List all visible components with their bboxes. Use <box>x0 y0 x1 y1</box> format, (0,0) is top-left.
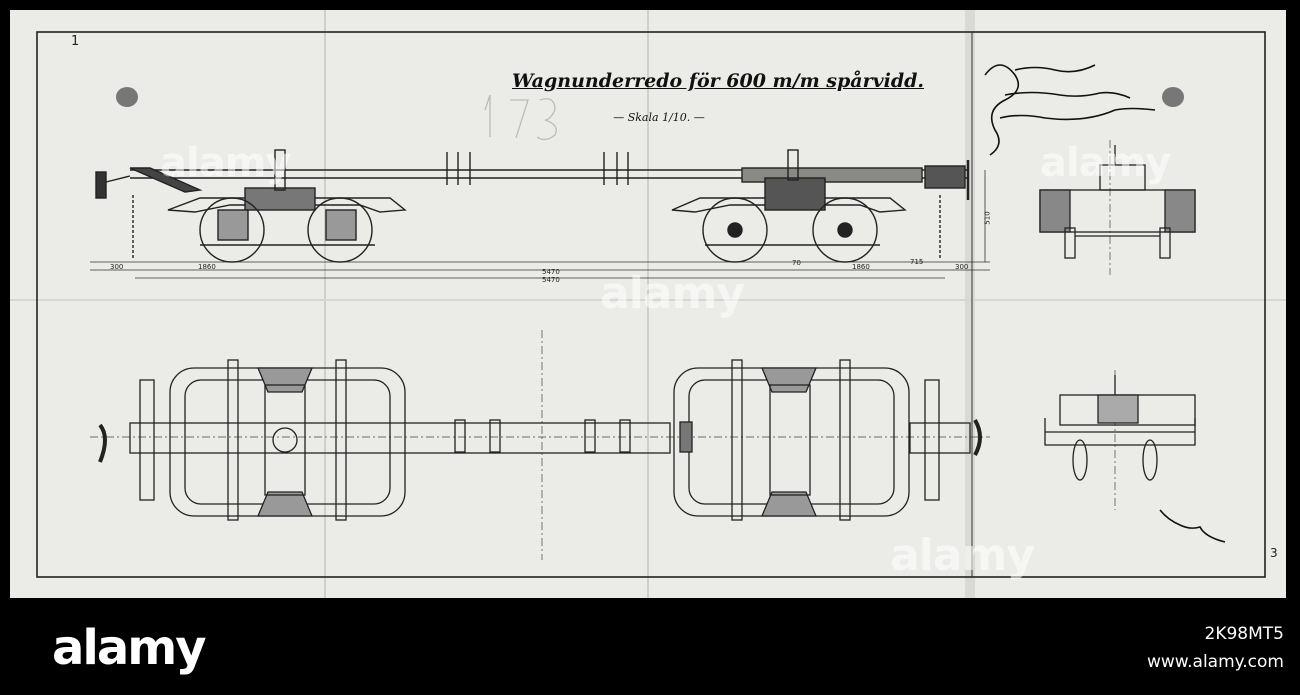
sheet-mark: 1 <box>71 34 80 49</box>
dim-300-left: 300 <box>110 263 124 271</box>
dim-5470-a: 5470 <box>542 268 560 276</box>
site-url: www.alamy.com <box>1146 652 1284 672</box>
dim-1860: 1860 <box>198 263 216 271</box>
dim-510: 510 <box>983 211 992 225</box>
dim-1860-right: 1860 <box>852 263 870 271</box>
drawing-title: Wagnunderredo för 600 m/m spårvidd. <box>512 70 925 92</box>
dim-300-right: 300 <box>955 263 969 271</box>
signature-scribble <box>984 64 1226 543</box>
alamy-logo: alamy <box>52 620 207 676</box>
drawing-scale: — Skala 1/10. — <box>613 111 705 124</box>
dim-715: 715 <box>910 258 924 266</box>
watermark-1: alamy <box>160 140 291 186</box>
image-id: 2K98MT5 <box>1204 624 1284 644</box>
watermark-3: alamy <box>1040 140 1171 186</box>
watermark-4: alamy <box>890 530 1035 581</box>
dim-70: 70 <box>792 259 801 267</box>
dim-5470-b: 5470 <box>542 276 560 284</box>
watermark-2: alamy <box>600 268 745 319</box>
corner-mark: 3 <box>1270 546 1278 560</box>
